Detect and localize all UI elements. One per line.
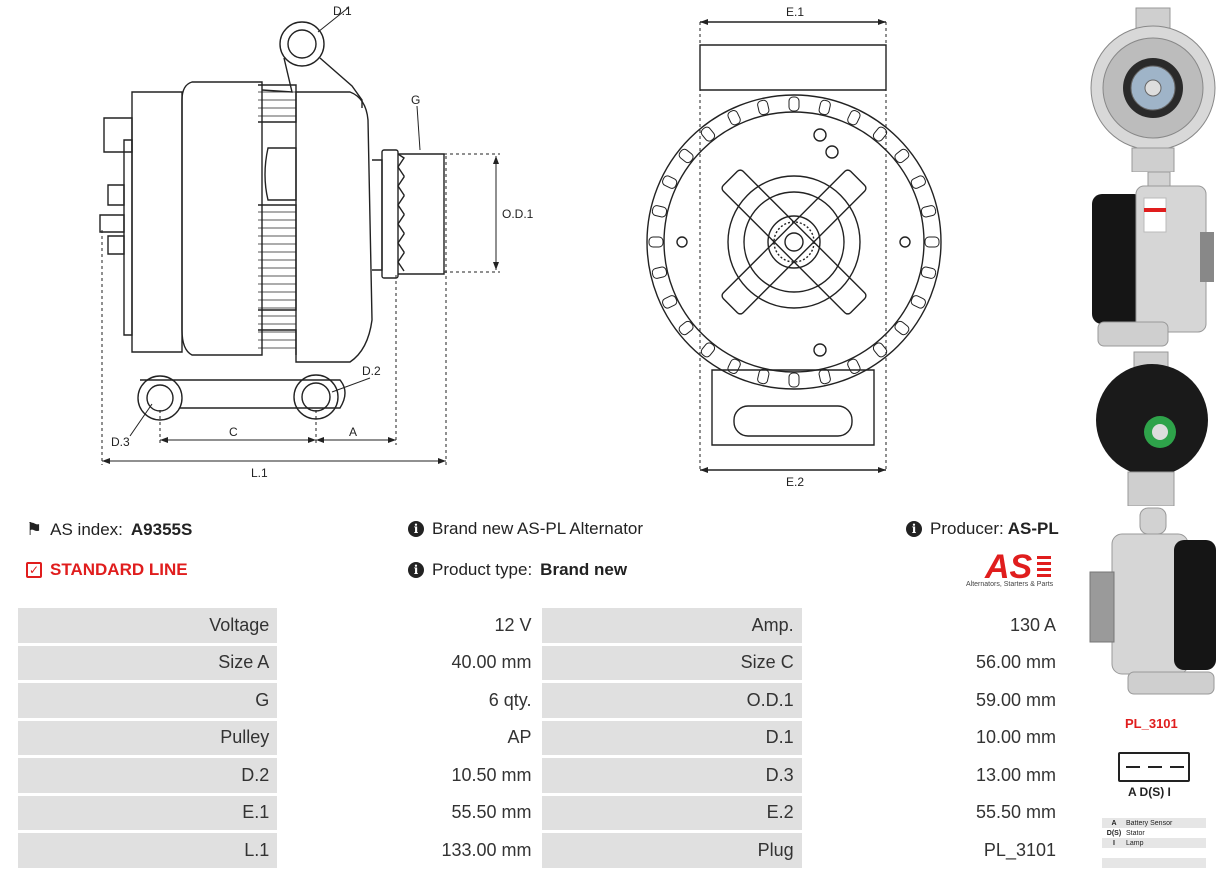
spec-label: Size C <box>542 645 802 680</box>
spec-label: D.2 <box>18 758 278 793</box>
label-c: C <box>229 425 238 439</box>
legend-row: D(S) Stator <box>1102 828 1206 838</box>
spec-value: 10.50 mm <box>280 758 540 793</box>
as-index-value: A9355S <box>130 519 193 539</box>
label-e1: E.1 <box>786 5 804 19</box>
spec-value: 40.00 mm <box>280 645 540 680</box>
spec-value: 133.00 mm <box>280 833 540 868</box>
product-type-row: i Product type: Brand new <box>408 560 627 580</box>
plug-code: PL_3101 <box>1125 716 1178 731</box>
as-index-label: AS index: <box>50 519 123 539</box>
spec-value: PL_3101 <box>804 833 1064 868</box>
standard-line-label: STANDARD LINE <box>50 560 188 579</box>
logo-text: AS <box>984 548 1033 586</box>
legend-row: A Battery Sensor <box>1102 818 1206 828</box>
plug-connector-icon <box>1118 752 1190 782</box>
label-d2: D.2 <box>362 364 381 378</box>
description-row: i Brand new AS-PL Alternator <box>408 519 643 539</box>
spec-value: 13.00 mm <box>804 758 1064 793</box>
spec-label: Plug <box>542 833 802 868</box>
spec-label: E.2 <box>542 795 802 830</box>
legend-text: Lamp <box>1126 839 1144 847</box>
producer-value: AS-PL <box>1007 519 1059 538</box>
info-icon: i <box>408 521 424 537</box>
label-l1: L.1 <box>251 466 268 480</box>
spec-label: E.1 <box>18 795 278 830</box>
description-text: Brand new AS-PL Alternator <box>432 519 644 538</box>
as-index-row: ⚑ AS index: A9355S <box>26 519 192 540</box>
spec-value: 12 V <box>280 608 540 643</box>
spec-label: Pulley <box>18 720 278 755</box>
tags-icon: ⚑ <box>26 519 43 539</box>
product-type-label: Product type: <box>432 560 533 579</box>
spec-value: 56.00 mm <box>804 645 1064 680</box>
producer-label: Producer: <box>930 519 1004 538</box>
legend-row: I Lamp <box>1102 838 1206 848</box>
spec-label: Amp. <box>542 608 802 643</box>
spec-label: O.D.1 <box>542 683 802 718</box>
label-a: A <box>349 425 357 439</box>
spec-value: 130 A <box>804 608 1064 643</box>
spec-label: D.1 <box>542 720 802 755</box>
label-od1: O.D.1 <box>502 207 534 221</box>
legend-key: I <box>1113 839 1115 847</box>
label-d3: D.3 <box>111 435 130 449</box>
product-photo-side <box>1092 172 1214 347</box>
legend-row <box>1102 848 1206 858</box>
plug-pins: A D(S) I <box>1128 785 1171 799</box>
info-icon: i <box>906 521 922 537</box>
spec-label: D.3 <box>542 758 802 793</box>
product-photo-rear <box>1096 351 1208 506</box>
logo-tagline: Alternators, Starters & Parts <box>966 581 1054 588</box>
product-photo-angle <box>1089 507 1216 695</box>
legend-key: D(S) <box>1106 829 1122 837</box>
spec-value: 55.50 mm <box>804 795 1064 830</box>
spec-value: 55.50 mm <box>280 795 540 830</box>
producer-row: i Producer: AS-PL <box>906 519 1059 539</box>
spec-value: 10.00 mm <box>804 720 1064 755</box>
front-view-drawing: E.1 E.2 <box>646 5 942 489</box>
spec-label: G <box>18 683 278 718</box>
legend-key: A <box>1111 819 1117 827</box>
legend-row <box>1102 858 1206 868</box>
legend-text: Battery Sensor <box>1126 819 1173 827</box>
check-square-icon: ✓ <box>26 562 42 578</box>
spec-value: 59.00 mm <box>804 683 1064 718</box>
side-view-drawing: D.1 G O.D.1 D.2 D.3 C A L.1 <box>99 4 534 480</box>
label-g: G <box>411 93 420 107</box>
spec-value: 6 qty. <box>280 683 540 718</box>
label-e2: E.2 <box>786 475 804 489</box>
label-d1: D.1 <box>333 4 352 18</box>
spec-label: Voltage <box>18 608 278 643</box>
spec-label: L.1 <box>18 833 278 868</box>
line-row: ✓ STANDARD LINE <box>26 560 188 580</box>
product-photo-front <box>1090 7 1216 172</box>
legend-text: Stator <box>1126 829 1145 837</box>
spec-value: AP <box>280 720 540 755</box>
info-icon: i <box>408 562 424 578</box>
as-pl-logo: AS <box>984 548 1051 586</box>
product-type-value: Brand new <box>540 560 628 579</box>
spec-label: Size A <box>18 645 278 680</box>
